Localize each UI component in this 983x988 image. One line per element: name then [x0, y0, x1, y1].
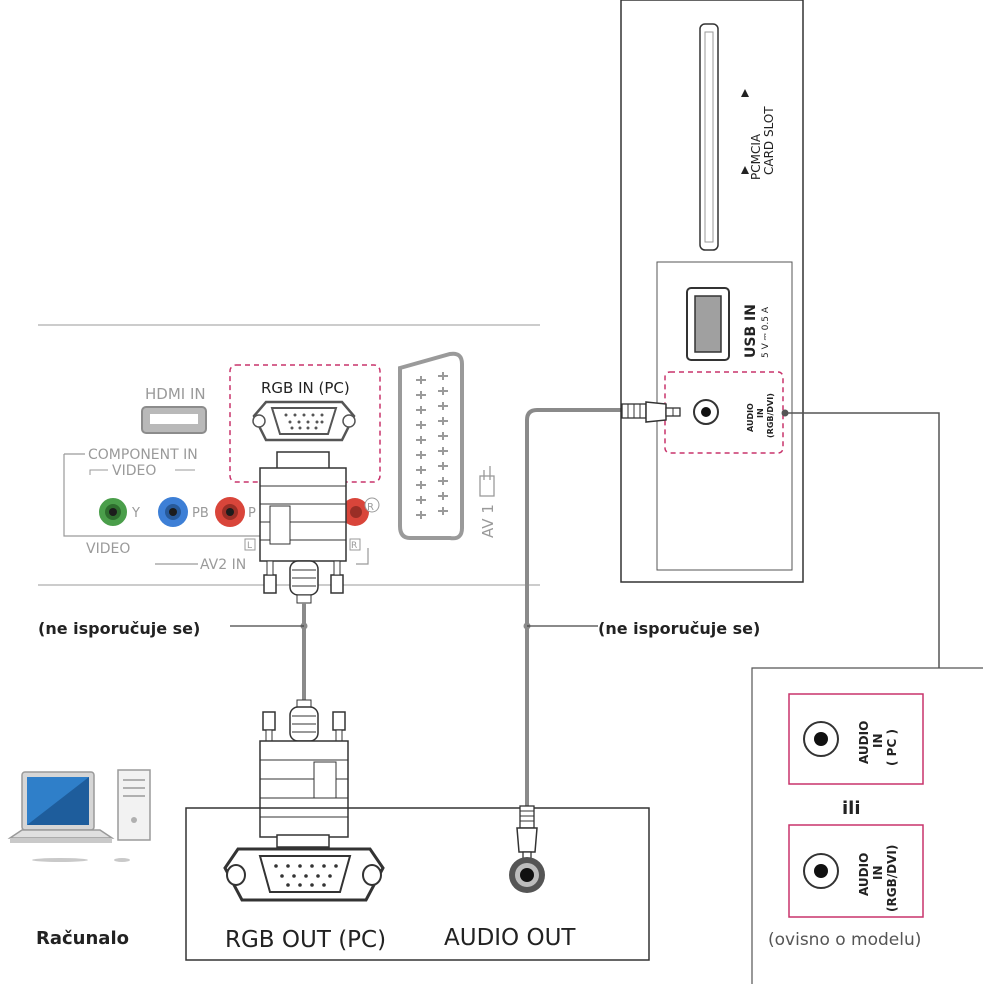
video-sub-label: VIDEO: [112, 463, 156, 479]
variant-rgb-dvi-line1: AUDIO: [857, 853, 871, 896]
scart-pin: [438, 402, 448, 410]
scart-pin: [416, 406, 426, 414]
audio-out-label: AUDIO OUT: [444, 925, 576, 951]
scart-pin: [416, 466, 426, 474]
rgb-plug-tv-end: [259, 451, 347, 604]
video-label: VIDEO: [86, 541, 130, 557]
variant-rgb-dvi-line2: IN: [871, 865, 885, 880]
model-variant-leader: [785, 412, 940, 668]
pc-rgb-out-port: [223, 847, 385, 902]
laptop-icon: [7, 771, 115, 843]
scart-pin: [416, 511, 426, 519]
pcmcia-label-line1: PCMCIA: [749, 133, 763, 180]
scart-pin: [438, 387, 448, 395]
rgb-in-highlight: [229, 364, 381, 483]
pcmcia-label-line2: CARD SLOT: [762, 106, 776, 175]
pb-label: PB: [192, 506, 209, 521]
pc-rear-panel: [185, 807, 650, 961]
variant-pc-line1: AUDIO: [857, 721, 871, 764]
tv-audio-in-line2: IN: [756, 408, 765, 418]
scart-pin: [438, 462, 448, 470]
scart-pin: [416, 496, 426, 504]
or-label: ili: [842, 798, 861, 819]
variant-rgb-dvi-line3: (RGB/DVI): [885, 845, 899, 912]
variant-pc-line2: IN: [871, 733, 885, 748]
computer-caption: Računalo: [36, 928, 129, 949]
audio-cable-note: (ne isporučuje se): [598, 619, 760, 638]
variant-pc-line3: ( PC ): [885, 729, 899, 766]
scart-pin: [438, 372, 448, 380]
usb-rating: 5 V ⎓ 0.5 A: [761, 306, 771, 358]
audio-plug-tv-end: [621, 401, 681, 423]
desktop-tower-icon: [117, 769, 151, 841]
component-frame: [63, 454, 265, 537]
tv-audio-in-line3: (RGB/DVI): [766, 393, 775, 438]
scart-pin: [438, 507, 448, 515]
r-mark: R: [351, 541, 357, 551]
audio-cable: [525, 408, 622, 806]
component-label: COMPONENT IN: [88, 447, 198, 463]
av2-label: AV2 IN: [200, 557, 246, 573]
scart-port: [398, 351, 464, 541]
scart-pin: [438, 492, 448, 500]
audio-plug-pc-end: [516, 805, 538, 865]
pcmcia-arrow-up-icon: [741, 89, 749, 97]
scart-pin: [416, 391, 426, 399]
hdmi-port-slot: [150, 414, 198, 424]
pcmcia-arrow-down-icon: [741, 166, 749, 174]
r-label: R: [367, 502, 374, 513]
rgb-cable-note: (ne isporučuje se): [38, 619, 200, 638]
pr-label: P: [248, 506, 256, 521]
scart-pin: [438, 477, 448, 485]
scart-pin: [438, 432, 448, 440]
scart-pin: [438, 447, 448, 455]
scart-pin: [416, 481, 426, 489]
av1-label: AV 1: [479, 504, 497, 538]
scart-pin: [438, 417, 448, 425]
scart-pin: [416, 436, 426, 444]
usb-label: USB IN: [743, 304, 759, 358]
rgb-out-label: RGB OUT (PC): [225, 927, 386, 953]
usb-port: [686, 287, 730, 361]
tv-audio-in-line1: AUDIO: [746, 403, 755, 432]
model-variants-box: [751, 667, 983, 984]
rgb-in-label: RGB IN (PC): [261, 379, 350, 397]
av1-io-icon: [479, 466, 495, 497]
rgb-plug-pc-end: [259, 699, 349, 848]
tv-rgb-port: [252, 400, 356, 442]
y-label: Y: [131, 506, 140, 521]
hdmi-label: HDMI IN: [145, 385, 206, 403]
l-mark: L: [247, 541, 252, 551]
scart-pin: [416, 376, 426, 384]
model-variant-note: (ovisno o modelu): [768, 930, 921, 950]
scart-pin: [416, 421, 426, 429]
scart-pin: [416, 451, 426, 459]
